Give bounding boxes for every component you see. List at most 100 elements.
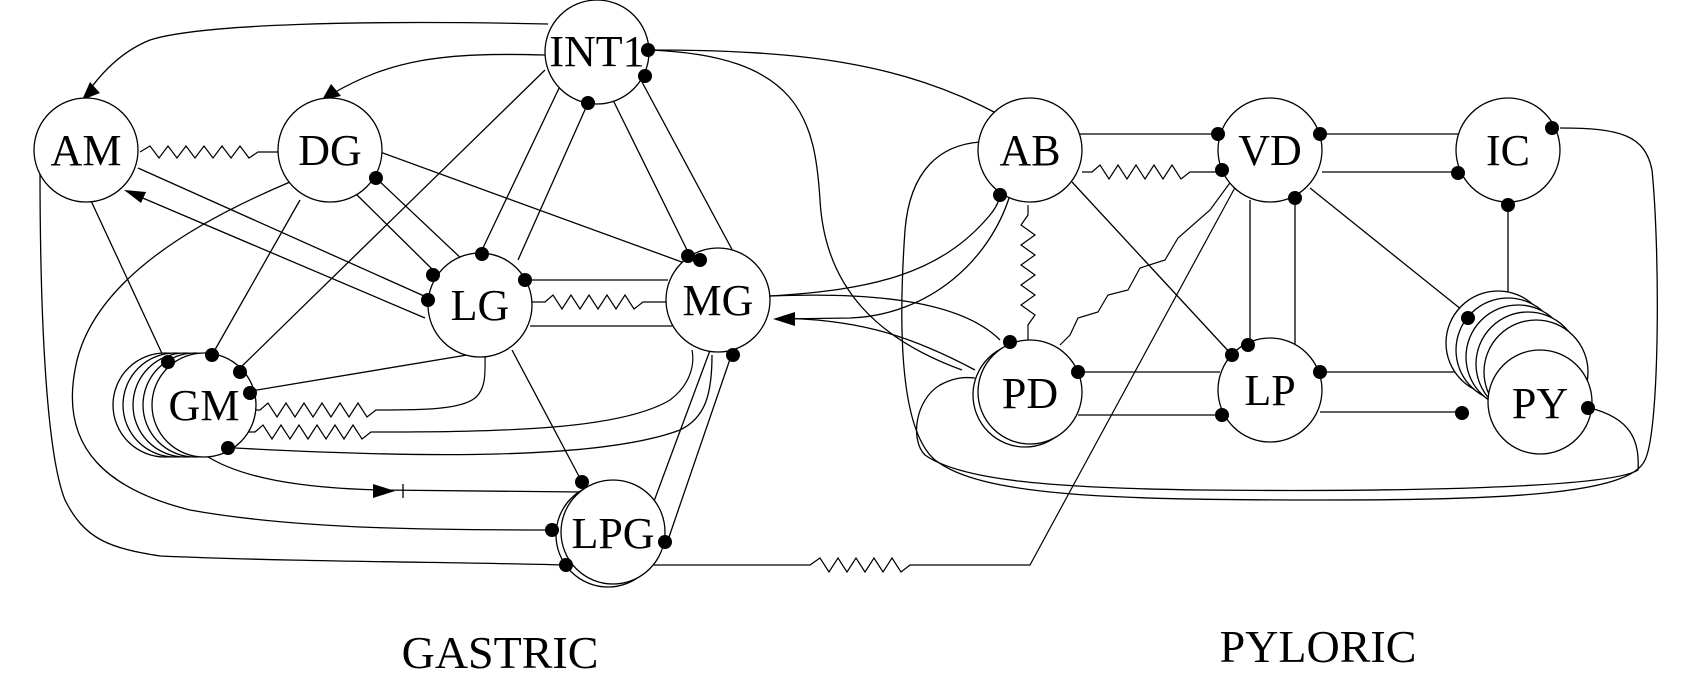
node-gm: GM xyxy=(112,352,257,458)
synapse-dot xyxy=(1313,127,1327,141)
node-lg: LG xyxy=(427,252,533,358)
synapse-dot xyxy=(1071,365,1085,379)
edge-py-pd-loop xyxy=(915,376,1639,492)
synapse-dot xyxy=(233,365,247,379)
arrowheads xyxy=(82,82,795,498)
synapse-dot xyxy=(1501,198,1515,212)
edge-lg-lpg xyxy=(511,349,583,483)
synapse-dot xyxy=(1215,163,1229,177)
node-label-lg: LG xyxy=(451,281,510,330)
synapse-dot xyxy=(638,69,652,83)
node-int1: INT1 xyxy=(544,0,650,105)
edge-int1-mg-a xyxy=(611,97,689,253)
node-label-lp: LP xyxy=(1244,366,1295,415)
gap-lg-mg xyxy=(530,293,668,311)
synapse-dot xyxy=(475,247,489,261)
node-label-pd: PD xyxy=(1002,369,1058,418)
gap-am-dg xyxy=(139,145,278,159)
node-label-ab: AB xyxy=(999,126,1060,175)
synapse-dot xyxy=(681,249,695,263)
arrowhead-lg-am xyxy=(124,190,146,203)
edge-mg-pd xyxy=(769,294,1001,341)
synapse-dot xyxy=(641,43,655,57)
synapse-dot xyxy=(1211,127,1225,141)
synapse-dot xyxy=(581,96,595,110)
node-label-dg: DG xyxy=(298,126,362,175)
node-dg: DG xyxy=(277,97,383,203)
synapse-dot xyxy=(1461,311,1475,325)
arrowhead-ab-mg xyxy=(773,312,795,326)
connections xyxy=(39,21,1658,574)
edge-int1-mg-b xyxy=(641,81,736,256)
edge-dg-gm xyxy=(211,199,301,356)
synapse-dot xyxy=(1313,365,1327,379)
edge-dg-mg xyxy=(379,151,691,266)
group-label-gastric: GASTRIC xyxy=(402,627,599,677)
synapse-dot xyxy=(369,171,383,185)
gap-vd-pd xyxy=(1059,179,1233,346)
synapse-dot xyxy=(693,253,707,267)
edge-lg-am xyxy=(137,195,426,319)
synapse-dot xyxy=(1241,338,1255,352)
edge-pd-mg xyxy=(779,317,976,371)
synapse-dot xyxy=(421,293,435,307)
edge-int1-lg-b xyxy=(517,102,589,261)
gap-gm-mg xyxy=(240,349,694,441)
gap-lpg-vd xyxy=(650,181,1239,574)
edge-int1-am xyxy=(87,21,549,93)
synapse-dot xyxy=(243,386,257,400)
node-vd: VD xyxy=(1217,97,1323,203)
inhibitory-synapses xyxy=(161,43,1595,572)
edge-am-gm xyxy=(85,189,166,361)
node-label-am: AM xyxy=(51,126,122,175)
node-pd: PD xyxy=(972,339,1083,448)
arrowhead-int1-dg xyxy=(322,84,341,100)
node-label-int1: INT1 xyxy=(549,27,644,76)
edge-int1-lg-a xyxy=(481,83,562,251)
edge-mg-lpg-b xyxy=(667,329,741,541)
node-label-lpg: LPG xyxy=(571,509,654,558)
edge-int1-dg xyxy=(329,53,546,96)
synapse-dot xyxy=(559,558,573,572)
neurons: INT1 AM DG LG MG GM xyxy=(33,0,1593,588)
synapse-dot xyxy=(575,475,589,489)
edge-dg-lg-b xyxy=(375,177,466,263)
edge-gm-mg xyxy=(234,354,713,456)
edge-ab-mg xyxy=(779,194,1011,320)
synapse-dot xyxy=(518,273,532,287)
arrowhead-gm-lpg xyxy=(373,484,395,498)
node-lpg: LPG xyxy=(555,479,666,588)
node-py: PY xyxy=(1445,290,1593,455)
node-label-gm: GM xyxy=(169,381,240,430)
synapse-dot xyxy=(205,348,219,362)
synapse-dot xyxy=(161,355,175,369)
node-label-vd: VD xyxy=(1238,126,1302,175)
edge-vd-py xyxy=(1309,187,1473,319)
edge-lg-gm xyxy=(244,351,486,393)
node-ic: IC xyxy=(1455,97,1561,203)
node-am: AM xyxy=(33,97,139,203)
synapse-dot xyxy=(1545,121,1559,135)
synapse-dot xyxy=(1225,348,1239,362)
gap-ab-pd xyxy=(1019,205,1037,345)
node-ab: AB xyxy=(977,97,1083,203)
node-lp: LP xyxy=(1217,337,1323,443)
gap-gm-lg xyxy=(248,351,486,419)
synapse-dot xyxy=(1215,408,1229,422)
synapse-dot xyxy=(1581,401,1595,415)
synapse-dot xyxy=(1451,166,1465,180)
node-label-ic: IC xyxy=(1486,126,1530,175)
synapse-dot xyxy=(545,523,559,537)
edge-int1-pd xyxy=(647,49,963,371)
node-label-mg: MG xyxy=(683,276,754,325)
edge-int1-gm xyxy=(237,69,546,371)
synapse-dot xyxy=(1288,191,1302,205)
edge-am-lpg xyxy=(39,169,566,566)
arrowhead-int1-am xyxy=(82,82,100,100)
gap-ab-vd xyxy=(1082,163,1222,181)
edge-am-lg xyxy=(137,167,434,301)
edge-gm-lpg xyxy=(204,454,581,493)
edge-mg-ab xyxy=(769,189,1001,297)
node-label-py: PY xyxy=(1512,379,1568,428)
synapse-dot xyxy=(1003,335,1017,349)
